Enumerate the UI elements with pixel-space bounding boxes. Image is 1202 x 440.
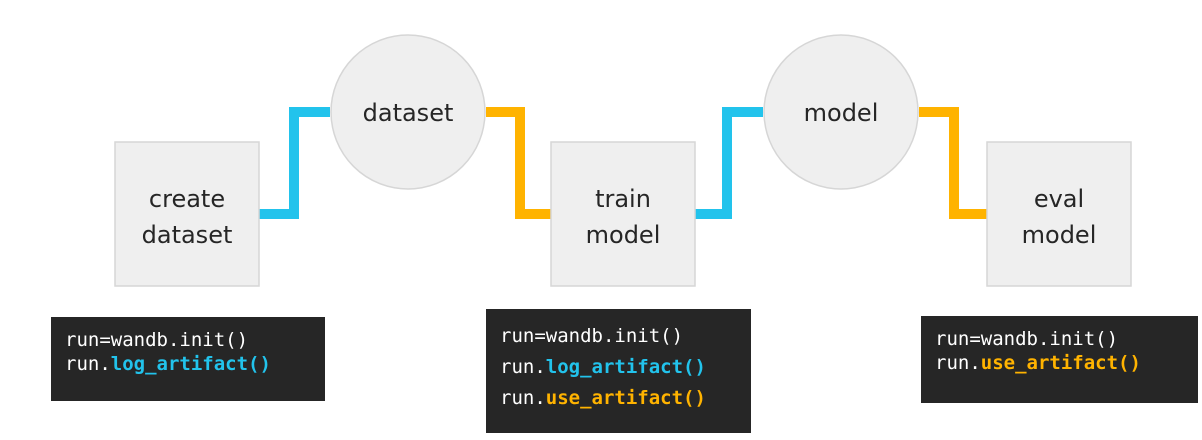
code-line: run=wandb.init() (65, 329, 249, 351)
eval-code-snippet: run=wandb.init() run.use_artifact() (921, 316, 1198, 403)
create-code-snippet: run=wandb.init() run.log_artifact() (51, 317, 325, 401)
connector-train-to-model (694, 107, 763, 219)
train-code-snippet: run=wandb.init() run.log_artifact() run.… (486, 309, 751, 433)
eval-model-node (986, 141, 1132, 287)
code-line: run.use_artifact() (935, 351, 1184, 375)
dataset-artifact-node (330, 34, 486, 190)
code-prefix: run. (935, 352, 981, 374)
connector-dataset-to-train (486, 107, 552, 219)
eval-model-label-line1: eval (1034, 185, 1084, 213)
train-model-label-line1: train (595, 185, 651, 213)
code-line: run.use_artifact() (500, 383, 737, 414)
train-model-label-line2: model (586, 221, 661, 249)
model-label: model (804, 99, 879, 127)
code-line: run.log_artifact() (65, 352, 311, 376)
connector-model-to-eval (919, 107, 988, 219)
code-line: run=wandb.init() (935, 328, 1119, 350)
create-dataset-label-line2: dataset (142, 221, 233, 249)
use-artifact-call: use_artifact() (545, 387, 706, 409)
eval-model-label-line2: model (1022, 221, 1097, 249)
train-model-node (550, 141, 696, 287)
code-prefix: run. (500, 387, 546, 409)
model-artifact-node (763, 34, 919, 190)
code-prefix: run. (65, 353, 111, 375)
code-line: run.log_artifact() (500, 352, 737, 383)
create-dataset-node (114, 141, 260, 287)
create-dataset-label-line1: create (149, 185, 225, 213)
connector-create-to-dataset (258, 107, 330, 219)
log-artifact-call: log_artifact() (110, 353, 271, 375)
log-artifact-call: log_artifact() (545, 356, 706, 378)
dataset-label: dataset (363, 99, 454, 127)
use-artifact-call: use_artifact() (980, 352, 1141, 374)
code-prefix: run. (500, 356, 546, 378)
code-line: run=wandb.init() (500, 325, 684, 347)
